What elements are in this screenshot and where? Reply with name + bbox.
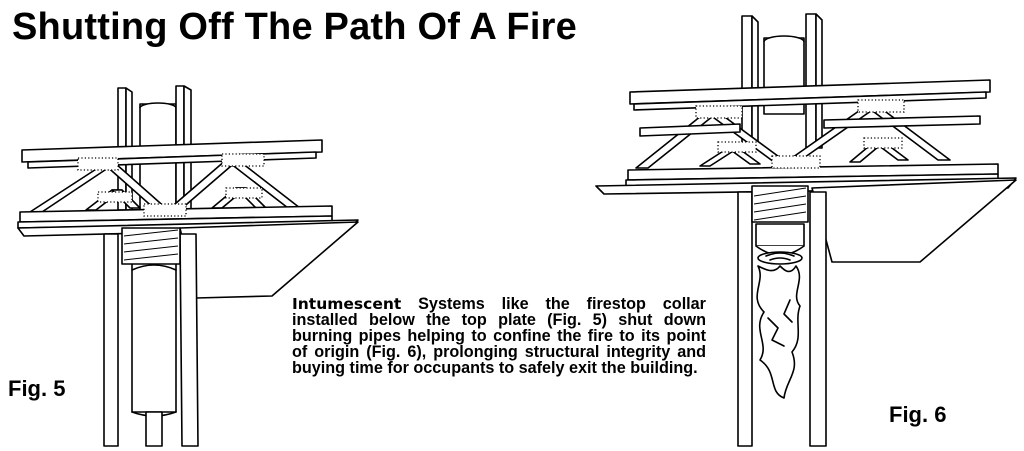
fig6-label: Fig. 6	[889, 402, 947, 427]
fig5-wall-left	[103, 233, 119, 447]
page-title: Shutting Off The Path Of A Fire	[12, 6, 577, 48]
fig6-wall-right	[809, 191, 827, 447]
fig6-stud-right	[805, 13, 823, 149]
fire-flame-icon	[756, 265, 801, 399]
fig5-lower-pipe	[131, 261, 177, 447]
caption-lead: Intumescent	[292, 295, 402, 313]
fig6-gusset-plates	[695, 99, 905, 169]
caption-text: Intumescent Systems like the firestop co…	[292, 296, 706, 376]
fig6-truss-webs	[635, 105, 981, 169]
fig6-wall-left	[737, 191, 753, 447]
fig5-ceiling-panel	[17, 219, 359, 299]
fig5-label: Fig. 5	[8, 376, 66, 401]
caption-body: Systems like the firestop collar install…	[292, 295, 706, 377]
fig5-wall-right	[179, 233, 199, 447]
fig6-stud-left	[741, 15, 759, 149]
fig5-gusset-plates	[77, 153, 265, 217]
fig5-firestop-collar	[121, 227, 181, 265]
fig6-top-chord	[629, 79, 991, 111]
fig6-pipe-wrap	[751, 185, 809, 223]
firestop-collar-icon	[755, 223, 805, 265]
